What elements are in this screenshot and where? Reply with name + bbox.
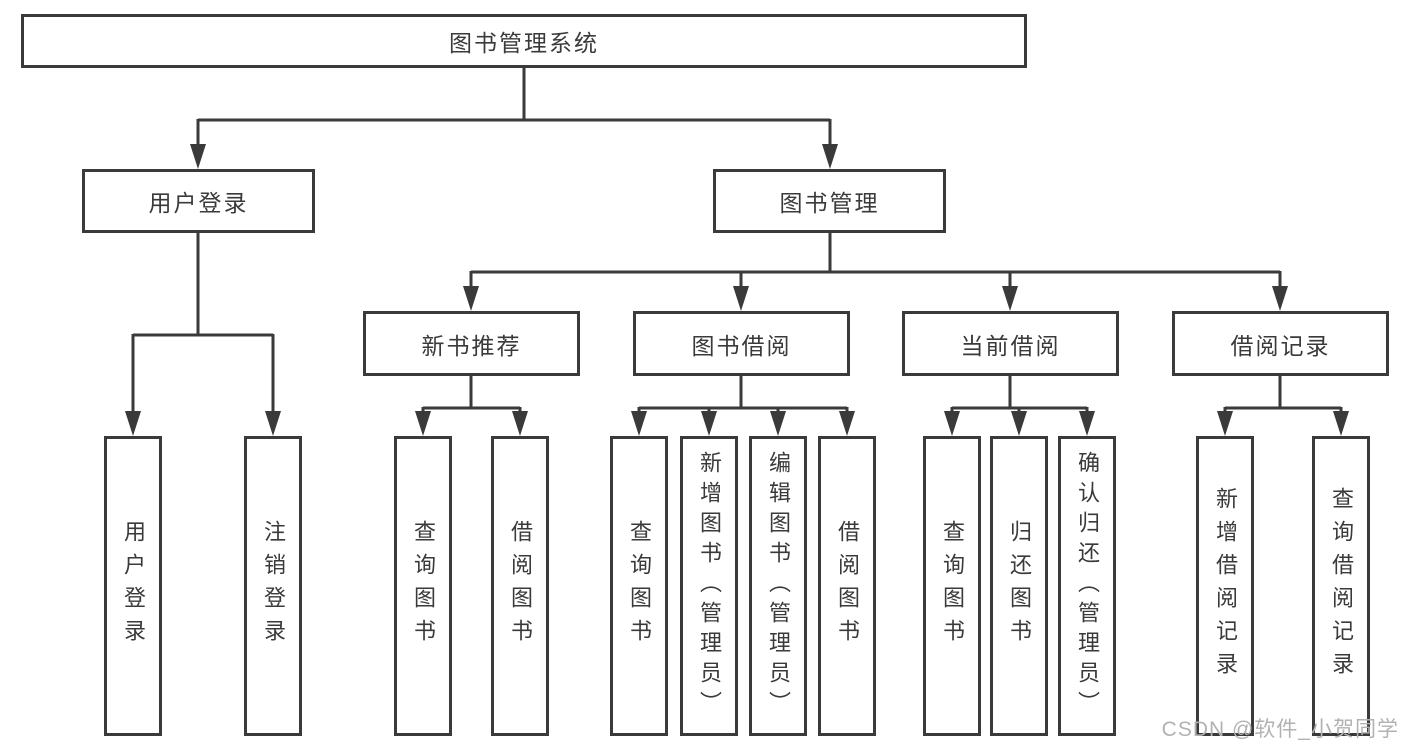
node-label: 图书借阅 — [691, 332, 792, 359]
leaf-confirm-return-admin: 确认归还（管理员） — [1058, 436, 1116, 736]
leaf-add-book-admin: 新增图书（管理员） — [680, 436, 738, 736]
node-label: 编辑图书（管理员） — [766, 451, 791, 721]
node-library-system: 图书管理系统 — [21, 14, 1027, 68]
node-label: 图书管理系统 — [449, 30, 599, 56]
leaf-user-login: 用户登录 — [104, 436, 162, 736]
leaf-borrow-books-2: 借阅图书 — [818, 436, 876, 736]
node-book-borrowing: 图书借阅 — [633, 311, 850, 376]
node-user-login: 用户登录 — [82, 169, 315, 233]
leaf-edit-book-admin: 编辑图书（管理员） — [749, 436, 807, 736]
leaf-query-books-2: 查询图书 — [610, 436, 668, 736]
node-label: 注销登录 — [261, 520, 286, 652]
leaf-logout: 注销登录 — [244, 436, 302, 736]
node-book-management: 图书管理 — [713, 169, 946, 233]
node-label: 查询图书 — [627, 520, 652, 652]
node-label: 查询借阅记录 — [1329, 487, 1354, 685]
node-label: 新书推荐 — [421, 332, 522, 359]
node-label: 当前借阅 — [960, 332, 1061, 359]
node-label: 归还图书 — [1007, 520, 1032, 652]
leaf-query-books-1: 查询图书 — [394, 436, 452, 736]
node-label: 图书管理 — [779, 190, 880, 216]
node-label: 新增图书（管理员） — [697, 451, 722, 721]
node-label: 借阅图书 — [508, 520, 533, 652]
node-label: 借阅图书 — [835, 520, 860, 652]
node-borrowing-records: 借阅记录 — [1172, 311, 1389, 376]
node-label: 借阅记录 — [1230, 332, 1331, 359]
node-label: 新增借阅记录 — [1213, 487, 1238, 685]
node-new-book-recommend: 新书推荐 — [363, 311, 580, 376]
node-label: 用户登录 — [148, 190, 249, 216]
node-label: 查询图书 — [411, 520, 436, 652]
node-current-borrowing: 当前借阅 — [902, 311, 1119, 376]
leaf-return-book: 归还图书 — [990, 436, 1048, 736]
leaf-query-borrow-record: 查询借阅记录 — [1312, 436, 1370, 736]
node-label: 用户登录 — [121, 520, 146, 652]
leaf-add-borrow-record: 新增借阅记录 — [1196, 436, 1254, 736]
leaf-query-books-3: 查询图书 — [923, 436, 981, 736]
csdn-watermark: CSDN @软件_小贺同学 — [1161, 718, 1399, 741]
leaf-borrow-books-1: 借阅图书 — [491, 436, 549, 736]
node-label: 确认归还（管理员） — [1075, 451, 1100, 721]
node-label: 查询图书 — [940, 520, 965, 652]
